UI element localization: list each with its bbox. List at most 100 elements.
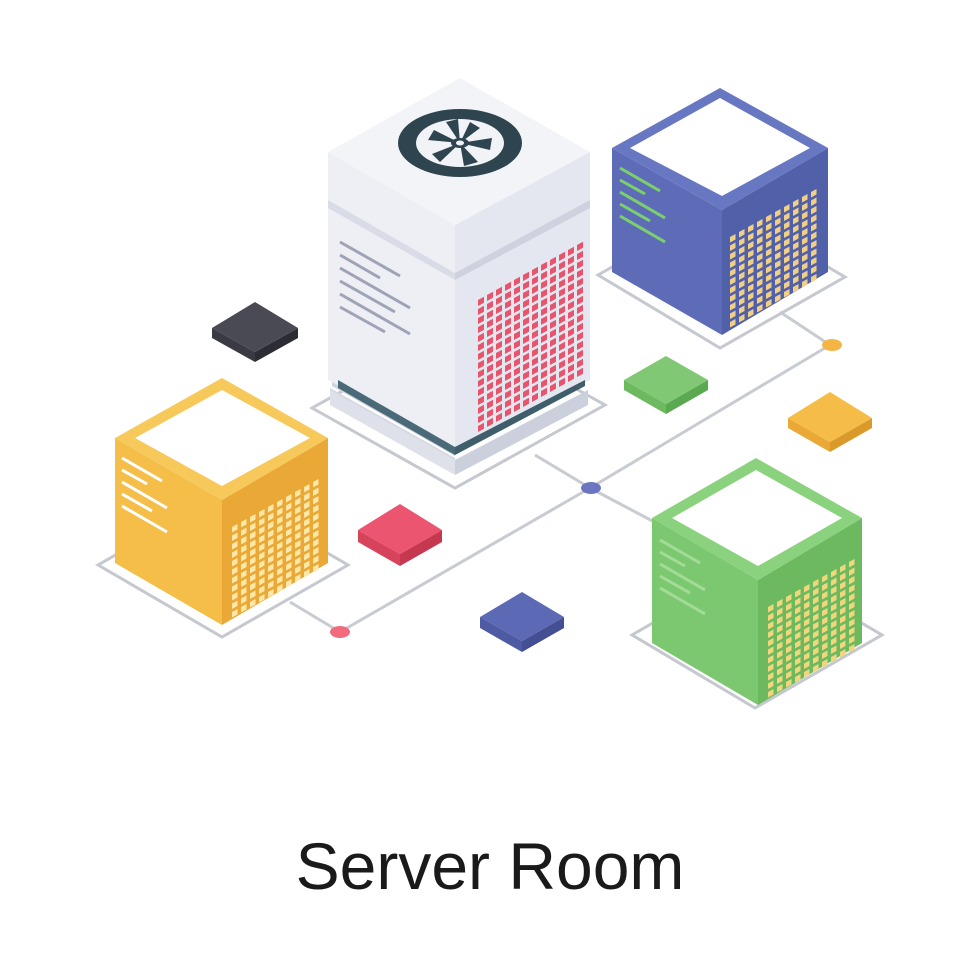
vent-cell <box>804 600 810 610</box>
tower-vent-grid <box>478 241 583 432</box>
vent-cell <box>532 311 538 321</box>
vent-cell <box>739 245 745 255</box>
vent-cell <box>250 573 256 582</box>
vent-cell <box>277 524 283 533</box>
vent-cell <box>232 540 238 550</box>
vent-cell <box>784 263 790 272</box>
vent-cell <box>523 379 529 389</box>
vent-cell <box>478 422 484 432</box>
vent-cell <box>259 576 265 586</box>
vent-cell <box>784 237 790 247</box>
vent-cell <box>550 292 556 302</box>
vent-cell <box>793 198 799 208</box>
vent-cell <box>532 392 538 402</box>
vent-cell <box>496 412 502 422</box>
vent-cell <box>577 304 583 314</box>
vent-cell <box>795 614 801 623</box>
illustration-caption: Server Room <box>295 829 685 903</box>
vent-cell <box>795 665 801 674</box>
vent-cell <box>313 546 319 556</box>
vent-cell <box>250 598 256 608</box>
vent-cell <box>559 359 565 369</box>
vent-cell <box>232 583 238 592</box>
vent-cell <box>496 331 502 341</box>
vent-cell <box>831 585 837 595</box>
vent-cell <box>478 332 484 342</box>
vent-cell <box>304 534 310 544</box>
vent-cell <box>523 271 529 281</box>
vent-cell <box>577 241 583 251</box>
vent-cell <box>550 382 556 392</box>
vent-cell <box>802 244 808 254</box>
vent-cell <box>568 318 574 328</box>
vent-cell <box>802 270 808 279</box>
vent-cell <box>559 314 565 324</box>
vent-cell <box>313 538 319 547</box>
vent-cell <box>232 557 238 567</box>
vent-cell <box>775 285 781 294</box>
vent-cell <box>232 566 238 575</box>
vent-cell <box>505 317 511 327</box>
vent-cell <box>768 612 774 621</box>
server-tower <box>328 78 590 475</box>
vent-cell <box>559 260 565 270</box>
vent-cell <box>241 518 247 528</box>
vent-cell <box>541 360 547 370</box>
vent-cell <box>313 555 319 564</box>
vent-cell <box>304 492 310 501</box>
vent-cell <box>795 605 801 615</box>
vent-cell <box>568 354 574 364</box>
node-center <box>581 482 601 494</box>
vent-cell <box>739 313 745 323</box>
vent-cell <box>795 673 801 683</box>
vent-cell <box>286 502 292 511</box>
vent-cell <box>559 368 565 378</box>
vent-cell <box>768 671 774 681</box>
vent-cell <box>505 290 511 300</box>
vent-cell <box>496 358 502 368</box>
vent-cell <box>804 651 810 661</box>
vent-cell <box>795 597 801 606</box>
vent-cell <box>822 641 828 651</box>
vent-cell <box>793 241 799 250</box>
vent-cell <box>568 372 574 382</box>
vent-cell <box>822 658 828 668</box>
vent-cell <box>804 626 810 635</box>
vent-cell <box>804 617 810 627</box>
vent-cell <box>768 680 774 689</box>
tower-text-lines <box>339 240 411 336</box>
vent-cell <box>813 663 819 673</box>
vent-cell <box>268 571 274 581</box>
vent-cell <box>232 600 238 609</box>
vent-cell <box>286 578 292 588</box>
vent-cell <box>295 505 301 515</box>
vent-cell <box>514 330 520 340</box>
vent-cell <box>793 224 799 233</box>
vent-cell <box>822 633 828 642</box>
vent-cell <box>541 333 547 343</box>
vent-cell <box>304 543 310 552</box>
node-orange <box>822 339 842 351</box>
vent-cell <box>831 611 837 620</box>
vent-cell <box>277 515 283 525</box>
vent-cell <box>768 620 774 630</box>
vent-cell <box>831 619 837 629</box>
vent-cell <box>802 193 808 203</box>
vent-cell <box>768 646 774 655</box>
blue-block-vent-grid <box>730 188 817 328</box>
vent-cell <box>793 283 799 293</box>
vent-cell <box>840 640 846 649</box>
vent-cell <box>748 300 754 309</box>
vent-cell <box>250 556 256 565</box>
vent-cell <box>487 300 493 310</box>
vent-cell <box>730 301 736 311</box>
vent-cell <box>478 296 484 306</box>
vent-cell <box>786 670 792 679</box>
vent-cell <box>232 523 238 533</box>
vent-cell <box>514 339 520 349</box>
vent-cell <box>514 276 520 286</box>
vent-cell <box>840 606 846 615</box>
vent-cell <box>568 327 574 337</box>
vent-cell <box>496 403 502 413</box>
vent-cell <box>786 610 792 620</box>
